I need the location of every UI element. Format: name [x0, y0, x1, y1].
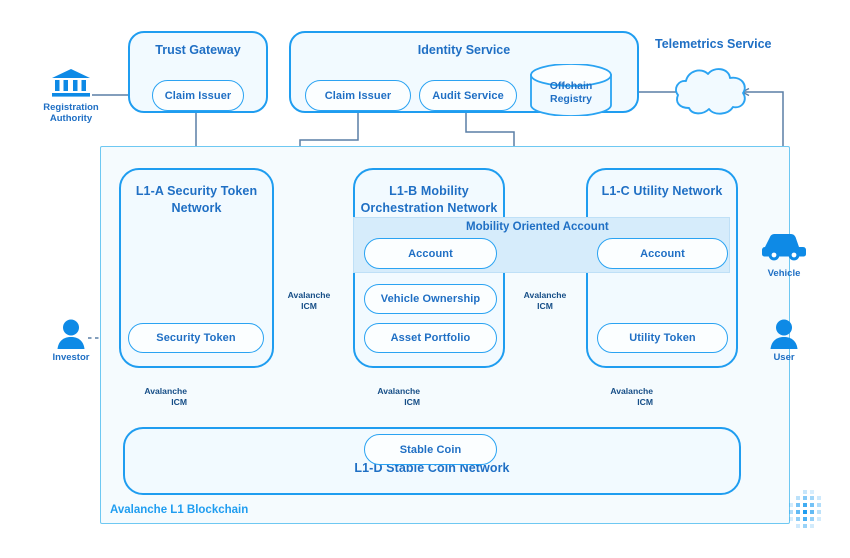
icm-label-b-c: Avalanche ICM: [523, 290, 567, 311]
offchain-registry-cylinder[interactable]: [528, 64, 614, 116]
identity-service-audit-service[interactable]: Audit Service: [419, 80, 517, 111]
l1-b-account-node[interactable]: Account: [364, 238, 497, 269]
icm-label-a-d: Avalanche ICM: [144, 386, 187, 407]
utility-token-label: Utility Token: [629, 332, 696, 344]
trust-gateway-title: Trust Gateway: [155, 43, 241, 57]
dot-grid-decoration: [789, 490, 821, 528]
l1-c-title: L1-C Utility Network: [601, 184, 723, 198]
vehicle-label: Vehicle: [767, 268, 801, 279]
bank-icon[interactable]: [50, 68, 92, 98]
l1-a-title: L1-A Security Token Network: [135, 184, 258, 215]
identity-service-title: Identity Service: [417, 43, 511, 57]
telemetrics-service-cloud[interactable]: [672, 62, 750, 124]
l1-b-account-label: Account: [408, 247, 453, 260]
asset-portfolio-label: Asset Portfolio: [390, 332, 471, 344]
icm-label-c-d: Avalanche ICM: [610, 386, 653, 407]
avalanche-l1-blockchain-label: Avalanche L1 Blockchain: [110, 504, 249, 516]
utility-token-node[interactable]: Utility Token: [597, 323, 728, 353]
vehicle-ownership-label: Vehicle Ownership: [380, 293, 481, 305]
icm-label-a-b: Avalanche ICM: [287, 290, 331, 311]
mobility-oriented-account-label: Mobility Oriented Account: [466, 221, 609, 233]
registration-authority-label: Registration Authority: [43, 102, 99, 125]
identity-service-claim-issuer[interactable]: Claim Issuer: [305, 80, 411, 111]
vehicle-ownership-node[interactable]: Vehicle Ownership: [364, 284, 497, 314]
investor-label: Investor: [52, 352, 90, 363]
identity-service-audit-service-label: Audit Service: [432, 89, 504, 102]
trust-gateway-claim-issuer-label: Claim Issuer: [164, 89, 232, 102]
user-label: User: [773, 352, 795, 363]
l1-d-title: L1-D Stable Coin Network: [354, 461, 510, 476]
l1-b-title: L1-B Mobility Orchestration Network: [360, 184, 498, 215]
l1-c-account-label: Account: [640, 247, 685, 260]
icm-label-b-d: Avalanche ICM: [377, 386, 420, 407]
stable-coin-node[interactable]: Stable Coin: [364, 434, 497, 465]
security-token-label: Security Token: [156, 332, 236, 344]
asset-portfolio-node[interactable]: Asset Portfolio: [364, 323, 497, 353]
identity-service-claim-issuer-label: Claim Issuer: [324, 89, 392, 102]
telemetrics-service-title: Telemetrics Service: [655, 37, 772, 51]
car-icon[interactable]: [761, 233, 807, 263]
l1-c-account-node[interactable]: Account: [597, 238, 728, 269]
user-person-icon[interactable]: [768, 318, 800, 350]
stable-coin-label: Stable Coin: [399, 443, 462, 456]
offchain-registry-label: Offchain Registry: [549, 80, 593, 106]
investor-person-icon[interactable]: [55, 318, 87, 350]
security-token-node[interactable]: Security Token: [128, 323, 264, 353]
trust-gateway-claim-issuer[interactable]: Claim Issuer: [152, 80, 244, 111]
